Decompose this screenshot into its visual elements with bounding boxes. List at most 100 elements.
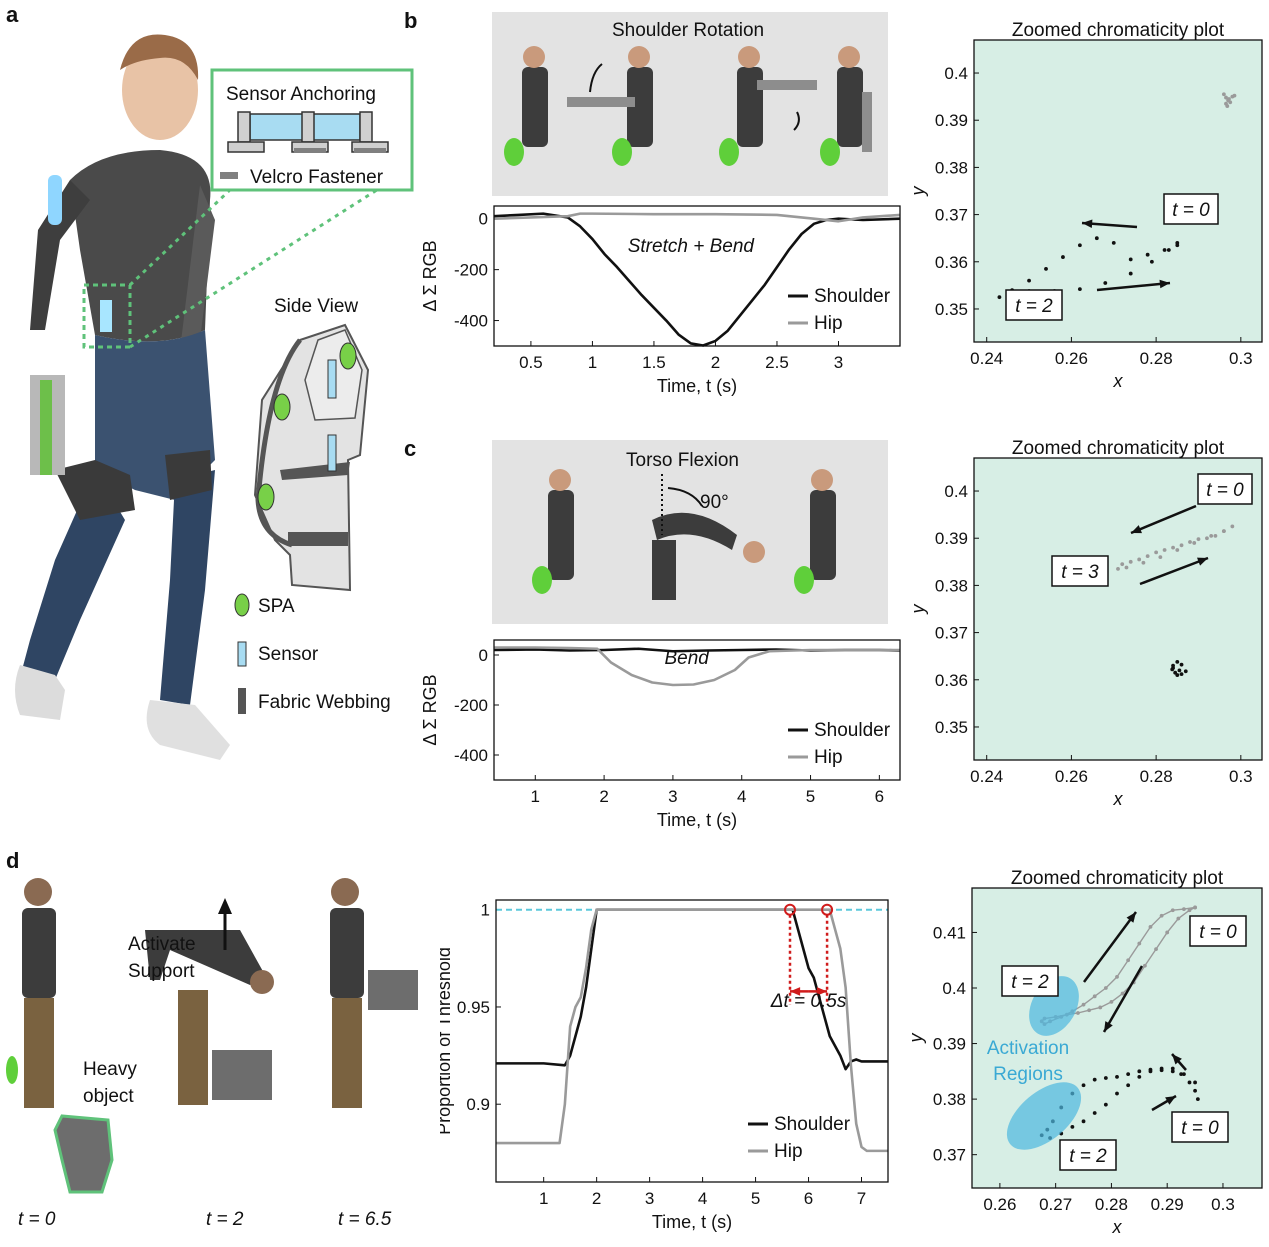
data-point-shoulder bbox=[1126, 1072, 1131, 1077]
x-axis-title: Time, t (s) bbox=[657, 376, 737, 396]
y-tick-label: 0.35 bbox=[935, 300, 968, 319]
y-tick-label: 0.95 bbox=[457, 998, 490, 1017]
arrow-hip-down bbox=[1102, 965, 1144, 1033]
data-point-shoulder bbox=[1148, 1069, 1153, 1074]
x-tick-label: 3 bbox=[668, 787, 677, 806]
y-axis-title: Proportion of Threshold bbox=[440, 947, 454, 1135]
x-tick-label: 0.28 bbox=[1140, 349, 1173, 368]
legend-spa: SPA bbox=[258, 596, 295, 617]
arrow-shoulder-top-head bbox=[1172, 1054, 1182, 1065]
y-tick-label: 0.38 bbox=[935, 158, 968, 177]
data-point-hip bbox=[1120, 562, 1125, 567]
x-axis-title: Time, t (s) bbox=[657, 810, 737, 830]
label-t0: t = 0 bbox=[1172, 200, 1210, 221]
y-tick-label: 0.39 bbox=[935, 529, 968, 548]
x-tick-label: 0.26 bbox=[983, 1195, 1016, 1214]
activate-label-2: Support bbox=[128, 961, 195, 982]
data-point-hip bbox=[1213, 533, 1218, 538]
chart-title: Zoomed chromaticity plot bbox=[1012, 438, 1225, 459]
y-tick-label: 0.37 bbox=[935, 206, 968, 225]
data-point-shoulder bbox=[1115, 1091, 1119, 1096]
x-tick-label: 0.28 bbox=[1095, 1195, 1128, 1214]
legend-webbing-swatch bbox=[238, 688, 246, 714]
y-tick-label: 0.37 bbox=[935, 624, 968, 643]
y-tick-label: 0.9 bbox=[466, 1095, 490, 1114]
panel-a-illustration: Sensor Anchoring Velcro Fastener Side Vi… bbox=[15, 34, 414, 760]
heavy-label-1: Heavy bbox=[83, 1059, 137, 1080]
arrow-hip-up bbox=[1082, 911, 1138, 983]
x-tick-label: 1 bbox=[539, 1189, 548, 1208]
data-point-shoulder bbox=[1027, 278, 1031, 283]
x-tick-label: 4 bbox=[698, 1189, 707, 1208]
x-axis-title: x bbox=[1113, 789, 1124, 809]
label-hip-t0: t = 0 bbox=[1199, 922, 1237, 943]
plot-frame bbox=[495, 899, 889, 1183]
series-line-shoulder bbox=[496, 908, 888, 1071]
arrow-upper-head bbox=[1131, 525, 1142, 534]
arrow-shoulder-bottom-head bbox=[1165, 1096, 1176, 1105]
arrow-upper-head bbox=[1082, 219, 1093, 229]
time-label-1: t = 2 bbox=[206, 1209, 244, 1230]
arrow-lower bbox=[1139, 556, 1209, 586]
data-point-shoulder bbox=[1092, 1111, 1097, 1115]
data-point-hip bbox=[1124, 565, 1129, 570]
lifting-sequence-photo: Activate Support Heavy object t = 0 t = … bbox=[6, 878, 418, 1230]
data-point-shoulder bbox=[1170, 667, 1175, 672]
x-tick-label: 0.28 bbox=[1140, 767, 1173, 786]
data-point-shoulder bbox=[1111, 241, 1116, 245]
chart-title: Zoomed chromaticity plot bbox=[1011, 868, 1224, 889]
legend-label-shoulder: Shoulder bbox=[774, 1114, 851, 1135]
y-tick-label: 0.4 bbox=[944, 64, 968, 83]
legend-label-hip: Hip bbox=[814, 747, 843, 768]
label-hip-t2-box bbox=[1001, 965, 1059, 997]
y-axis-title: y bbox=[908, 186, 928, 198]
data-point-shoulder bbox=[1044, 266, 1048, 271]
data-point-hip bbox=[1228, 100, 1233, 105]
panel-letter-d: d bbox=[6, 848, 20, 873]
data-point-shoulder bbox=[1061, 255, 1065, 259]
data-point-shoulder bbox=[1187, 1080, 1192, 1085]
label-t2-box bbox=[1005, 289, 1063, 321]
y-axis-title: y bbox=[908, 604, 928, 616]
x-tick-label: 0.5 bbox=[519, 353, 543, 372]
data-point-shoulder bbox=[1115, 1074, 1119, 1079]
x-tick-label: 1 bbox=[531, 787, 540, 806]
x-tick-label: 7 bbox=[857, 1189, 866, 1208]
data-point-hip bbox=[1232, 93, 1237, 98]
annotation-stretch-bend: Stretch + Bend bbox=[628, 236, 756, 257]
velcro-swatch bbox=[220, 172, 238, 179]
data-point-hip bbox=[1224, 95, 1228, 100]
data-point-shoulder bbox=[1166, 248, 1171, 252]
x-tick-label: 3 bbox=[834, 353, 843, 372]
panel-letter-c: c bbox=[404, 436, 417, 461]
legend-label-shoulder: Shoulder bbox=[814, 720, 891, 741]
x-tick-label: 0.29 bbox=[1151, 1195, 1184, 1214]
data-point-hip bbox=[1227, 97, 1231, 101]
data-point-hip bbox=[1225, 104, 1230, 108]
x-tick-label: 1 bbox=[588, 353, 597, 372]
x-tick-label: 2.5 bbox=[765, 353, 789, 372]
data-point-shoulder bbox=[1103, 1076, 1108, 1080]
plot-frame bbox=[493, 205, 901, 347]
data-point-shoulder bbox=[1070, 1124, 1075, 1129]
x-tick-label: 6 bbox=[875, 787, 884, 806]
person-photo bbox=[15, 34, 230, 760]
data-point-hip bbox=[1141, 560, 1146, 565]
label-shoulder-t0-box bbox=[1171, 1111, 1229, 1143]
y-tick-label: 0.4 bbox=[944, 482, 968, 501]
panel-letter-b: b bbox=[404, 8, 418, 33]
data-point-shoulder bbox=[1179, 1072, 1184, 1077]
y-tick-label: 0.39 bbox=[935, 111, 968, 130]
data-point-hip bbox=[1205, 536, 1209, 541]
x-tick-label: 5 bbox=[806, 787, 815, 806]
label-shoulder-t2-box bbox=[1059, 1139, 1117, 1171]
legend-sensor-swatch bbox=[237, 641, 247, 667]
data-point-hip bbox=[1192, 541, 1197, 545]
label-shoulder-t2: t = 2 bbox=[1069, 1146, 1107, 1167]
x-tick-label: 0.27 bbox=[1039, 1195, 1072, 1214]
data-point-shoulder bbox=[997, 295, 1002, 300]
data-point-shoulder bbox=[1149, 259, 1154, 264]
data-point-shoulder bbox=[1175, 659, 1180, 664]
data-point-shoulder bbox=[1177, 668, 1182, 673]
series-shoulder bbox=[1170, 659, 1188, 677]
